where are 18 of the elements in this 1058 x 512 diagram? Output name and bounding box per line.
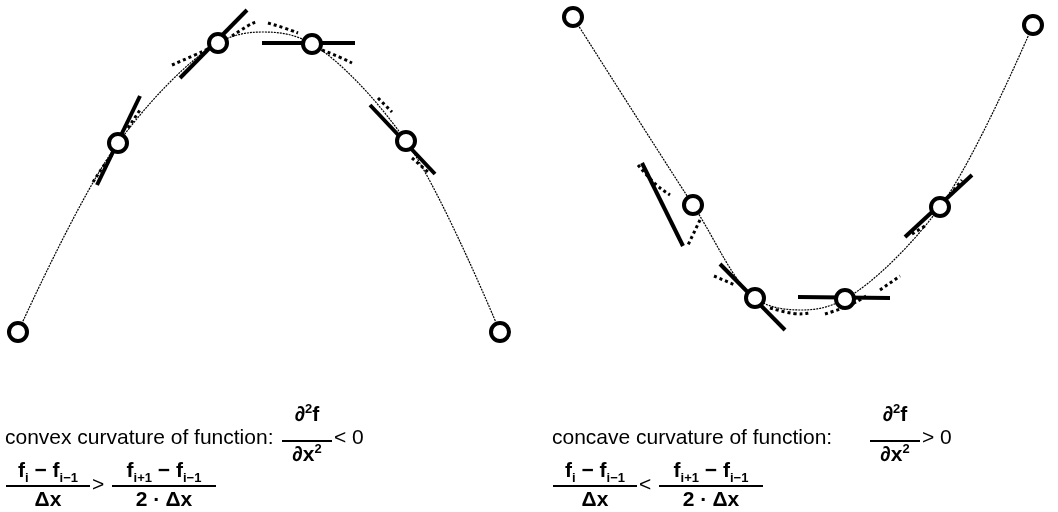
caption-text: convex curvature of function: [5, 425, 274, 449]
formula-denominator: ∂x$^{2}$ [291, 442, 323, 466]
caption-text: concave curvature of function: [552, 425, 833, 449]
inequality-sign: > [92, 472, 105, 496]
formula-numerator: f$_{i}$ − f$_{i−1}$ [564, 458, 626, 482]
formula-denominator: Δx [580, 487, 610, 511]
formula-numerator: f$_{i+1}$ − f$_{i−1}$ [125, 458, 203, 482]
formula-denominator: ∂x$^{2}$ [879, 442, 911, 466]
formula-numerator: f$_{i}$ − f$_{i−1}$ [17, 458, 79, 482]
formula-numerator: f$_{i+1}$ − f$_{i−1}$ [672, 458, 750, 482]
inequality-text: > 0 [922, 425, 952, 449]
formula-numerator: ∂$^{2}$f [881, 402, 909, 426]
formula-denominator: 2 · Δx [134, 487, 194, 511]
inequality-sign: < [639, 472, 652, 496]
formula-denominator: Δx [33, 487, 63, 511]
formula-numerator: ∂$^{2}$f [293, 402, 321, 426]
formula-denominator: 2 · Δx [681, 487, 741, 511]
inequality-text: < 0 [334, 425, 364, 449]
